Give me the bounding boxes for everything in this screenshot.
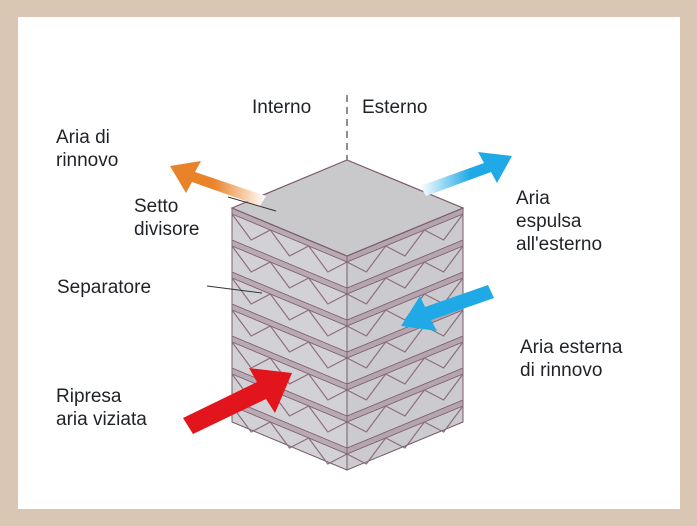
label-aria-esterna: Aria esterna di rinnovo [520, 337, 623, 381]
arrow-aria-espulsa [420, 152, 512, 196]
pointer-separatore [206, 285, 263, 294]
label-aria-di-rinnovo: Aria di rinnovo [56, 127, 119, 171]
separator-fins-left [231, 213, 348, 273]
label-setto-divisore: Setto divisore [134, 196, 200, 240]
separator-fins-left [231, 405, 348, 465]
label-esterno: Esterno [362, 97, 428, 118]
separator-fins-left [231, 245, 348, 305]
separator-fins-right [346, 405, 464, 465]
separator-fins-right [346, 309, 464, 369]
separator-fins-left [231, 277, 348, 337]
top-plate [230, 159, 465, 257]
separator-fins-left [231, 341, 348, 401]
label-interno: Interno [252, 97, 312, 118]
arrow-aria-esterna [401, 285, 494, 331]
arrow-ripresa-aria-viziata [183, 368, 292, 434]
separator-fins-right [346, 373, 464, 433]
label-ripresa-aria-viziata: Ripresa aria viziata [56, 386, 147, 430]
label-separatore: Separatore [57, 277, 152, 298]
label-aria-espulsa: Aria espulsa all'esterno [516, 188, 603, 255]
separator-fins-right [346, 341, 464, 401]
separator-fins-left [231, 309, 348, 369]
separator-fins-right [346, 245, 464, 305]
pointer-setto-divisore [227, 196, 277, 212]
exchanger-block [230, 159, 465, 471]
arrow-aria-di-rinnovo [170, 161, 266, 206]
separator-fins-right [346, 213, 464, 273]
